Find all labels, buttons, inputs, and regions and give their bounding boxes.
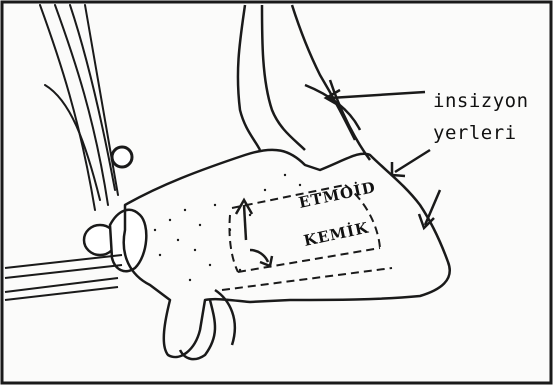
label-incision: insizyon bbox=[433, 90, 529, 112]
main-outline bbox=[124, 5, 450, 359]
bone-arrow-2 bbox=[250, 250, 272, 266]
label-bone: KEMİK bbox=[302, 218, 371, 250]
small-ring bbox=[112, 147, 132, 167]
left-structures bbox=[40, 5, 118, 210]
left-rods bbox=[5, 255, 122, 300]
label-sites: yerleri bbox=[433, 122, 517, 144]
interior-texture bbox=[154, 174, 321, 281]
bony-knob bbox=[84, 210, 146, 271]
